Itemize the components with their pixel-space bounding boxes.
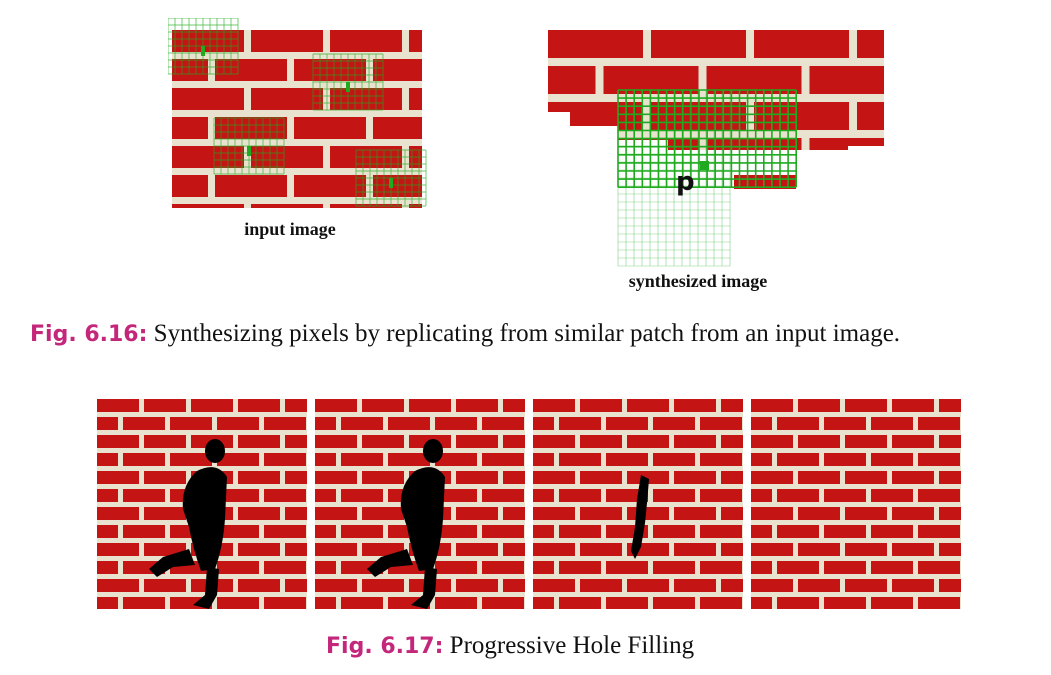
- matched-pixel: [247, 146, 251, 156]
- input-image: [168, 18, 427, 208]
- hole-filling-step-3: [533, 399, 743, 609]
- caption-number: Fig. 6.16:: [30, 322, 148, 347]
- brick-pattern: [533, 399, 743, 609]
- brick-wall-with-small-hole: [533, 399, 743, 609]
- brick-wall-with-person-silhouette-partial: [315, 399, 525, 609]
- pixel-p-label: p: [676, 167, 695, 197]
- pixel-grid: [213, 117, 285, 175]
- hole-filling-step-4: [751, 399, 961, 609]
- pixel-grid: [168, 18, 239, 75]
- caption-text: Progressive Hole Filling: [449, 632, 695, 659]
- figure-caption-6-17: Fig. 6.17: Progressive Hole Filling: [326, 632, 694, 660]
- synthesized-image-label: synthesized image: [628, 271, 768, 291]
- remaining-hole: [631, 475, 649, 559]
- brick-wall-with-person-silhouette: [97, 399, 307, 609]
- matched-pixel: [346, 82, 350, 92]
- synthesized-image-panel: p: [548, 30, 888, 270]
- target-pixel: [700, 161, 709, 170]
- pixel-grid: [617, 89, 797, 188]
- figure-caption-6-16: Fig. 6.16: Synthesizing pixels by replic…: [30, 320, 900, 348]
- brick-pattern: [751, 399, 961, 609]
- matched-pixel: [389, 178, 393, 188]
- caption-text: Synthesizing pixels by replicating from …: [153, 320, 901, 347]
- pixel-grid: [355, 149, 427, 207]
- hole-filling-step-2: [315, 399, 525, 609]
- person-silhouette: [367, 439, 445, 609]
- hole-filling-step-1: [97, 399, 307, 609]
- input-image-label: input image: [244, 219, 336, 239]
- synthesized-image: p: [548, 30, 888, 270]
- caption-number: Fig. 6.17:: [326, 634, 444, 659]
- input-image-panel: [168, 18, 428, 210]
- brick-pattern: [315, 399, 525, 609]
- pixel-grid: [312, 53, 384, 111]
- matched-pixel: [201, 46, 205, 56]
- brick-wall-filled: [751, 399, 961, 609]
- person-silhouette: [149, 439, 227, 609]
- brick-pattern: [172, 30, 422, 208]
